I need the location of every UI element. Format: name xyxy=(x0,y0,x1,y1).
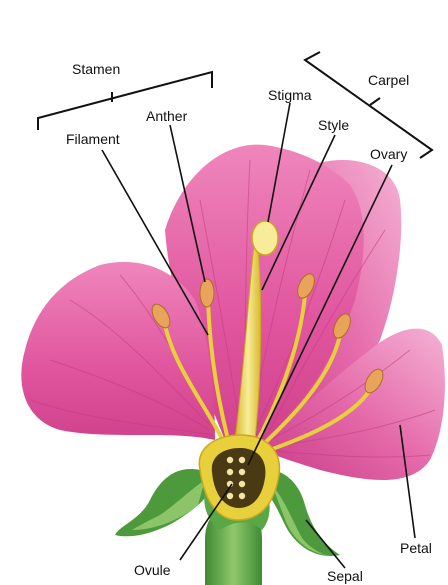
ovule-dot xyxy=(239,481,245,487)
petals xyxy=(21,145,445,480)
ovule-dot xyxy=(239,457,245,463)
ovule-dot xyxy=(227,493,233,499)
sepal-left xyxy=(115,469,215,536)
label-sepal: Sepal xyxy=(327,568,363,584)
label-style: Style xyxy=(318,117,349,133)
label-filament: Filament xyxy=(66,131,120,147)
ovule-dot xyxy=(227,469,233,475)
carpel-bracket xyxy=(305,52,432,158)
petal-left xyxy=(21,262,215,440)
label-ovule: Ovule xyxy=(134,562,171,578)
anther-2 xyxy=(200,279,214,307)
stigma xyxy=(252,221,278,255)
label-carpel: Carpel xyxy=(368,72,409,88)
label-stigma: Stigma xyxy=(268,87,312,103)
ovule-dot xyxy=(239,469,245,475)
label-petal: Petal xyxy=(400,540,432,556)
ovule-dot xyxy=(239,493,245,499)
label-anther: Anther xyxy=(146,108,188,124)
label-ovary: Ovary xyxy=(370,146,407,162)
label-stamen: Stamen xyxy=(72,61,120,77)
carpel-bracket-tick xyxy=(370,98,380,105)
ovule-dot xyxy=(227,457,233,463)
